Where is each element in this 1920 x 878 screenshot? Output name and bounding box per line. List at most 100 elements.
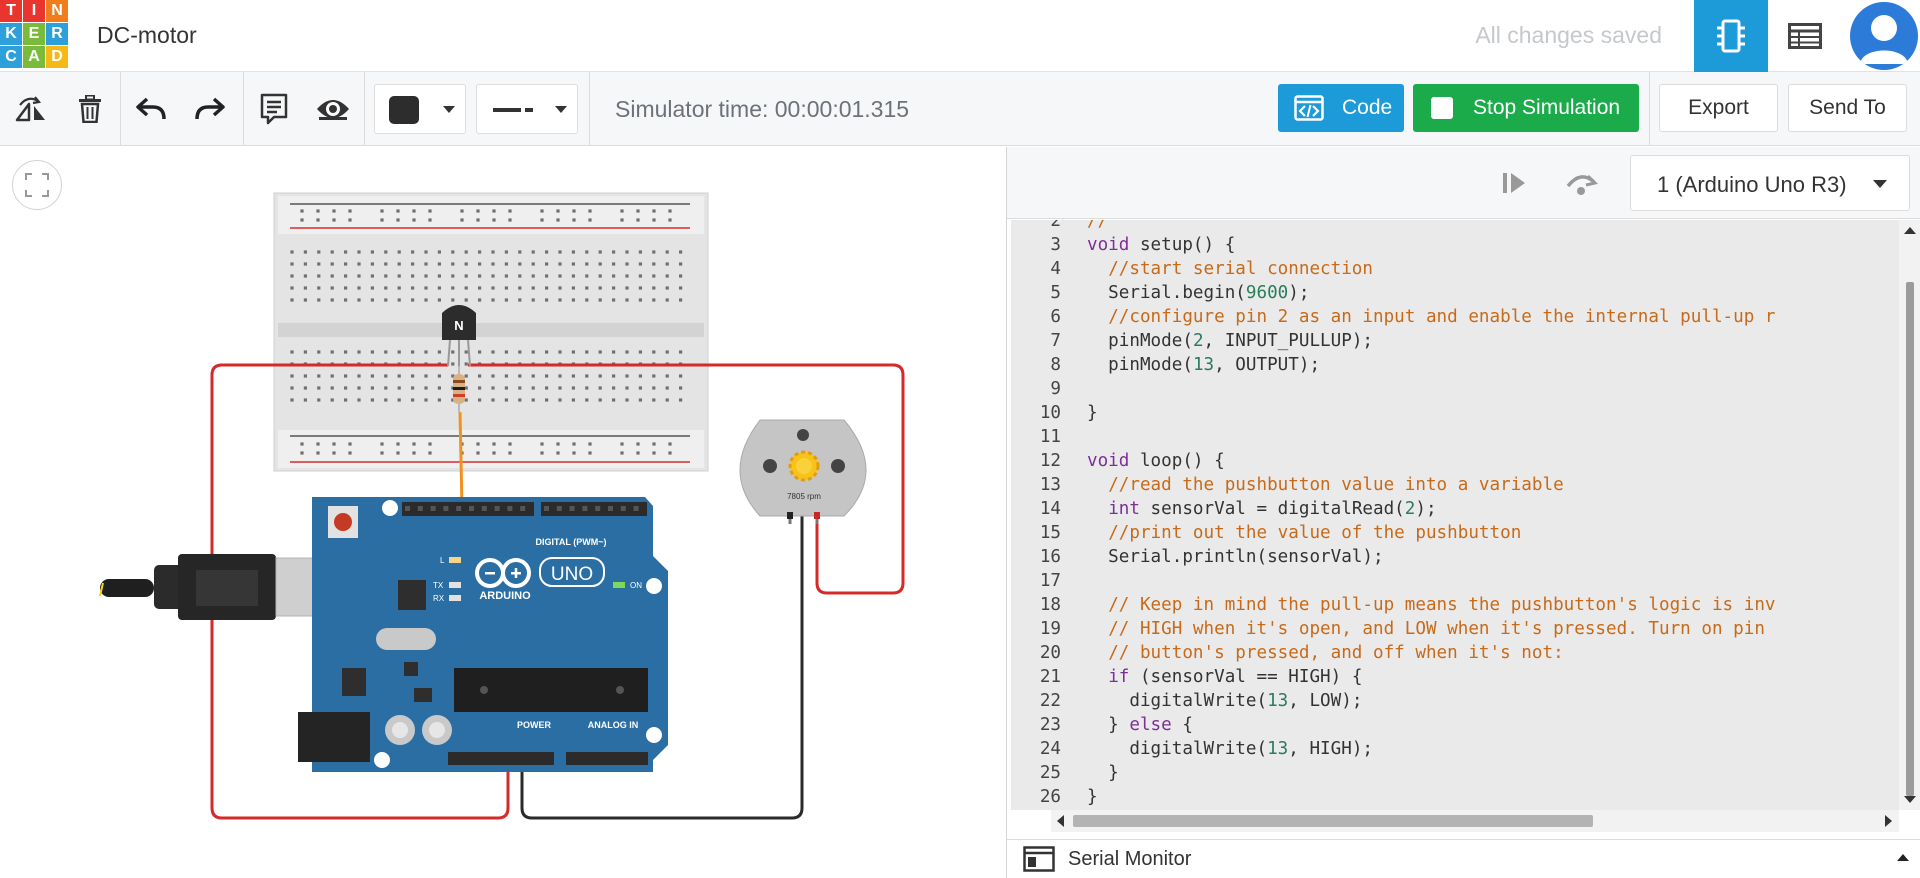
component-list-button[interactable] xyxy=(1768,0,1842,72)
orange-wire[interactable] xyxy=(458,411,464,509)
line-number: 10 xyxy=(1039,403,1061,423)
toolbar: Simulator time: 00:00:01.315 Code Stop S… xyxy=(0,72,1920,146)
black-wire[interactable] xyxy=(520,514,804,820)
code-line: 10} xyxy=(1011,401,1899,425)
export-button[interactable]: Export xyxy=(1659,84,1778,132)
code-text: pinMode(2, INPUT_PULLUP); xyxy=(1087,331,1374,351)
line-number: 24 xyxy=(1039,739,1061,759)
code-text: //start serial connection xyxy=(1108,259,1373,279)
board-select-value: 1 (Arduino Uno R3) xyxy=(1657,172,1847,197)
arduino-label: ARDUINO xyxy=(479,590,531,602)
motor-spin-icon xyxy=(788,450,820,482)
project-name[interactable]: DC-motor xyxy=(97,22,197,48)
resistor[interactable] xyxy=(453,364,465,413)
code-line: 6 //configure pin 2 as an input and enab… xyxy=(1011,305,1899,329)
line-number: 7 xyxy=(1050,331,1061,351)
dc-motor[interactable]: 7805 rpm xyxy=(739,419,867,524)
line-style-icon xyxy=(493,108,521,112)
horizontal-scrollbar[interactable] xyxy=(1051,810,1899,832)
code-line: 13 //read the pushbutton value into a va… xyxy=(1011,473,1899,497)
code-line: 15 //print out the value of the pushbutt… xyxy=(1011,521,1899,545)
step-over-button[interactable] xyxy=(1563,165,1599,201)
horizontal-scroll-thumb[interactable] xyxy=(1073,815,1593,827)
transistor-label: N xyxy=(454,318,463,333)
code-line: 20 // button's pressed, and off when it'… xyxy=(1011,641,1899,665)
scroll-left-arrow-icon xyxy=(1057,815,1064,827)
wire-style-dropdown[interactable] xyxy=(476,84,578,134)
line-number: 18 xyxy=(1039,595,1061,615)
redo-button[interactable] xyxy=(190,90,230,128)
code-line: 25 } xyxy=(1011,761,1899,785)
code-line: 9 xyxy=(1011,377,1899,401)
code-text: } else { xyxy=(1087,715,1193,735)
undo-icon xyxy=(136,97,166,120)
stop-simulation-label: Stop Simulation xyxy=(1473,96,1621,119)
line-number: 4 xyxy=(1050,259,1061,279)
uno-label: UNO xyxy=(551,564,593,585)
circuit-view-button[interactable] xyxy=(1694,0,1768,72)
line-number: 5 xyxy=(1050,283,1061,303)
line-number: 19 xyxy=(1039,619,1061,639)
code-line: 5 Serial.begin(9600); xyxy=(1011,281,1899,305)
stop-icon xyxy=(1431,97,1453,119)
code-text: digitalWrite(13, HIGH); xyxy=(1087,739,1374,759)
serial-monitor-label: Serial Monitor xyxy=(1068,848,1192,870)
line-number-gutter xyxy=(1011,220,1069,810)
user-avatar[interactable] xyxy=(1848,0,1920,72)
notes-button[interactable] xyxy=(254,90,294,128)
expand-up-icon[interactable] xyxy=(1897,854,1909,861)
code-button[interactable]: Code xyxy=(1278,84,1404,132)
red-wire-right[interactable] xyxy=(468,363,905,595)
breadboard[interactable] xyxy=(273,192,709,472)
code-button-label: Code xyxy=(1342,96,1393,119)
board-select-dropdown[interactable]: 1 (Arduino Uno R3) xyxy=(1630,155,1910,211)
code-text: Serial.begin(9600); xyxy=(1087,283,1310,303)
visibility-button[interactable] xyxy=(313,90,353,128)
code-line: 22 digitalWrite(13, LOW); xyxy=(1011,689,1899,713)
send-to-button[interactable]: Send To xyxy=(1788,84,1907,132)
code-text: Serial.println(sensorVal); xyxy=(1087,547,1384,567)
rotate-button[interactable] xyxy=(11,90,51,128)
delete-button[interactable] xyxy=(70,90,110,128)
simulator-time: Simulator time: 00:00:01.315 xyxy=(615,96,910,122)
stop-simulation-button[interactable]: Stop Simulation xyxy=(1413,84,1639,132)
code-line: 11 xyxy=(1011,425,1899,449)
line-number: 26 xyxy=(1039,787,1061,807)
npn-transistor[interactable]: N xyxy=(442,305,476,367)
red-wire-left[interactable] xyxy=(210,363,510,820)
code-line: 17 xyxy=(1011,569,1899,593)
code-line: 24 digitalWrite(13, HIGH); xyxy=(1011,737,1899,761)
code-text: if (sensorVal == HIGH) { xyxy=(1108,667,1363,687)
code-text: } xyxy=(1087,403,1098,423)
code-panel-header: 1 (Arduino Uno R3) xyxy=(1007,147,1920,219)
code-line: 7 pinMode(2, INPUT_PULLUP); xyxy=(1011,329,1899,353)
table-icon xyxy=(1788,23,1822,49)
line-number: 6 xyxy=(1050,307,1061,327)
vertical-scrollbar[interactable] xyxy=(1899,220,1920,810)
power-label: POWER xyxy=(517,720,552,730)
code-line: 19 // HIGH when it's open, and LOW when … xyxy=(1011,617,1899,641)
color-swatch xyxy=(389,96,419,124)
l-led-label: L xyxy=(440,556,445,565)
undo-button[interactable] xyxy=(131,90,171,128)
step-button[interactable] xyxy=(1496,165,1532,201)
code-text: int sensorVal = digitalRead(2); xyxy=(1108,499,1437,519)
line-number: 17 xyxy=(1039,571,1061,591)
code-text: pinMode(13, OUTPUT); xyxy=(1087,355,1321,375)
fit-view-button[interactable] xyxy=(12,160,62,210)
arduino-uno-board[interactable]: UNO ARDUINO DIGITAL (PWM~) L TX RX ON xyxy=(298,497,668,772)
step-over-icon xyxy=(1566,174,1598,195)
color-dropdown[interactable] xyxy=(374,84,466,134)
chevron-down-icon xyxy=(443,106,455,113)
line-style-dash xyxy=(525,108,533,112)
save-status: All changes saved xyxy=(1475,22,1662,48)
serial-monitor-bar[interactable]: Serial Monitor xyxy=(1007,839,1920,878)
logo-letter: N xyxy=(46,0,68,22)
vertical-scroll-thumb[interactable] xyxy=(1906,282,1914,796)
circuit-canvas[interactable]: N 7805 rpm xyxy=(0,147,1006,878)
